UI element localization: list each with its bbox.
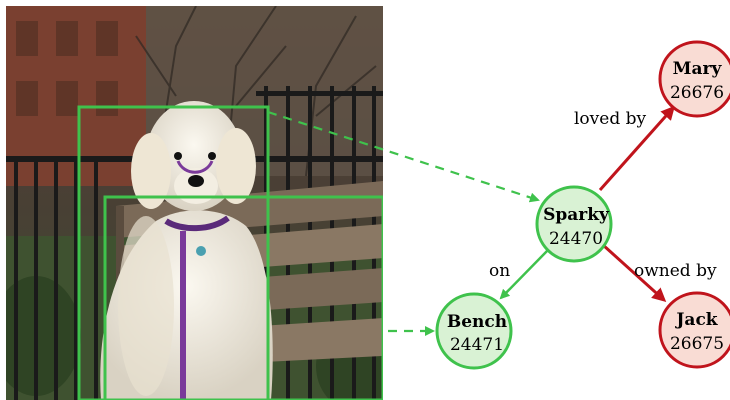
dog-bounding-box (77, 105, 270, 400)
node-sparky: Sparky 24470 (535, 185, 613, 263)
node-bench-name: Bench (447, 312, 507, 332)
node-sparky-id: 24470 (549, 229, 603, 249)
node-jack-name: Jack (674, 310, 718, 330)
node-bench: Bench 24471 (435, 292, 513, 370)
node-bench-id: 24471 (450, 335, 504, 355)
edge-label-loved-by: loved by (574, 109, 647, 129)
dog (100, 101, 273, 400)
edge-on (499, 249, 549, 300)
edge-label-owned-by: owned by (634, 261, 717, 281)
bench-bounding-box (103, 195, 383, 400)
node-mary-name: Mary (673, 59, 723, 79)
node-jack: Jack 26675 (658, 291, 730, 369)
node-sparky-name: Sparky (543, 205, 610, 225)
node-mary-id: 26676 (670, 83, 724, 103)
node-mary: Mary 26676 (658, 40, 730, 118)
edge-owned-by (601, 243, 667, 303)
dog-photo (6, 6, 383, 400)
dog-to-sparky-link (267, 110, 540, 203)
edge-label-on: on (489, 261, 510, 281)
edge-loved-by (598, 105, 675, 191)
node-jack-id: 26675 (670, 334, 724, 354)
